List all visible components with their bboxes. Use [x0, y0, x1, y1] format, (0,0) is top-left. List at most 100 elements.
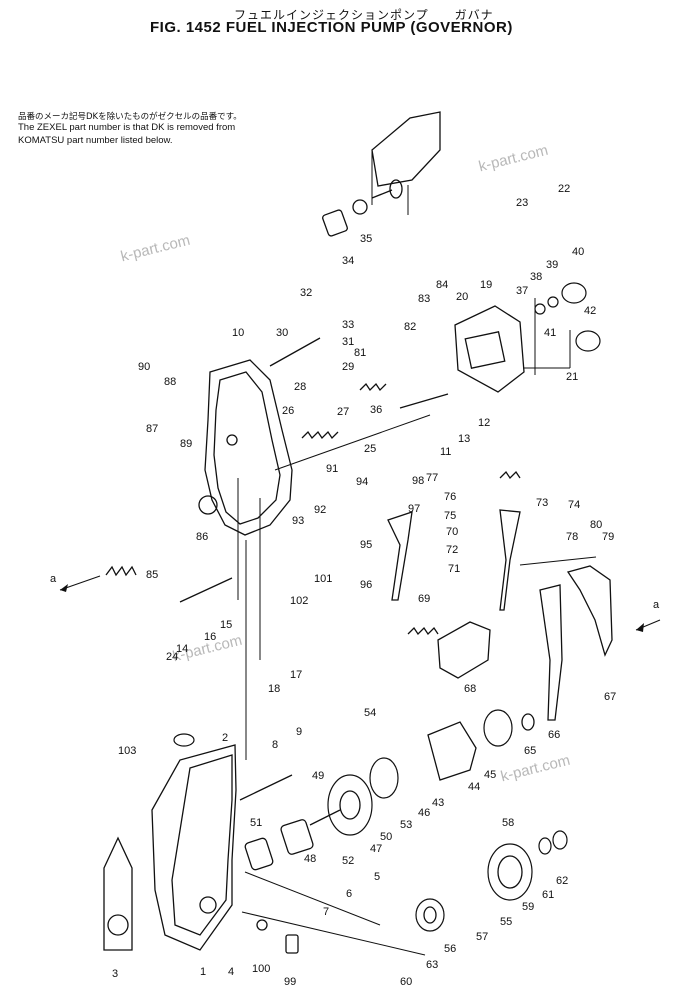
part-number-label: 86: [196, 531, 208, 543]
part-number-label: 94: [356, 476, 368, 488]
part-number-label: 18: [268, 683, 280, 695]
part-number-label: 54: [364, 707, 376, 719]
part-number-label: 10: [232, 327, 244, 339]
title-japanese: フュエルインジェクションポンプ ガバナ: [234, 8, 494, 22]
part-number-label: 31: [342, 336, 354, 348]
part-number-label: 99: [284, 976, 296, 987]
part-number-label: 2: [222, 732, 228, 744]
part-number-label: 51: [250, 817, 262, 829]
part-number-label: 84: [436, 279, 448, 291]
part-number-label: 26: [282, 405, 294, 417]
part-number-label: 97: [408, 503, 420, 515]
part-number-label: 73: [536, 497, 548, 509]
part-number-label: 34: [342, 255, 354, 267]
part-number-label: 20: [456, 291, 468, 303]
part-number-label: 70: [446, 526, 458, 538]
part-number-label: 3: [112, 968, 118, 980]
part-number-label: 41: [544, 327, 556, 339]
part-number-label: 58: [502, 817, 514, 829]
part-number-label: 102: [290, 595, 308, 607]
part-number-label: 95: [360, 539, 372, 551]
part-number-label: 25: [364, 443, 376, 455]
part-number-label: 63: [426, 959, 438, 971]
part-number-label: 60: [400, 976, 412, 987]
note-line-1: The ZEXEL part number is that DK is remo…: [18, 122, 236, 133]
governor-cover-housing: [198, 359, 293, 536]
part-number-label: 27: [337, 406, 349, 418]
part-number-label: 53: [400, 819, 412, 831]
part-number-label: 13: [458, 433, 470, 445]
part-number-label: 11: [440, 446, 451, 458]
part-number-label: 98: [412, 475, 424, 487]
part-number-label: 52: [342, 855, 354, 867]
part-number-label: 87: [146, 423, 158, 435]
part-number-label: 81: [354, 347, 366, 359]
part-number-label: 68: [464, 683, 476, 695]
part-number-label: 69: [418, 593, 430, 605]
part-number-label: 89: [180, 438, 192, 450]
part-number-label: 45: [484, 769, 496, 781]
part-number-label: 91: [326, 463, 338, 475]
part-number-label: 22: [558, 183, 570, 195]
part-number-label: 96: [360, 579, 372, 591]
part-number-label: 49: [312, 770, 324, 782]
part-number-label: 101: [314, 573, 332, 585]
pump-body-fragment: [371, 111, 441, 215]
part-number-label: 30: [276, 327, 288, 339]
part-number-label: 88: [164, 376, 176, 388]
part-number-label: 80: [590, 519, 602, 531]
part-number-label: 43: [432, 797, 444, 809]
part-number-label: 32: [300, 287, 312, 299]
part-number-label: 8: [272, 739, 278, 751]
part-number-label: 46: [418, 807, 430, 819]
part-number-label: 82: [404, 321, 416, 333]
part-number-label: 72: [446, 544, 458, 556]
part-number-label: 56: [444, 943, 456, 955]
part-number-label: 50: [380, 831, 392, 843]
part-number-label: 93: [292, 515, 304, 527]
part-number-label: 40: [572, 246, 584, 258]
part-number-label: 7: [323, 906, 329, 918]
note-japanese: 品番のメーカ記号DKを除いたものがゼクセルの品番です。: [18, 112, 242, 122]
part-number-label: 16: [204, 631, 216, 643]
part-number-label: 75: [444, 510, 456, 522]
part-number-label: 15: [220, 619, 232, 631]
arrow-label-left: a: [50, 573, 57, 585]
part-number-label: 61: [542, 889, 554, 901]
part-number-label: 65: [524, 745, 536, 757]
part-number-label: 37: [516, 285, 528, 297]
part-number-label: 44: [468, 781, 480, 793]
note-line-2: KOMATSU part number listed below.: [18, 135, 173, 146]
part-number-label: 77: [426, 472, 438, 484]
part-number-label: 17: [290, 669, 302, 681]
part-number-label: 71: [448, 563, 460, 575]
part-number-label: 90: [138, 361, 150, 373]
part-number-label: 92: [314, 504, 326, 516]
part-number-label: 66: [548, 729, 560, 741]
part-number-label: 39: [546, 259, 558, 271]
arrow-label-right: a: [653, 599, 660, 611]
part-number-label: 57: [476, 931, 488, 943]
part-number-label: 79: [602, 531, 614, 543]
part-number-label: 38: [530, 271, 542, 283]
part-number-label: 6: [346, 888, 352, 900]
governor-housing: [151, 744, 237, 951]
part-number-label: 4: [228, 966, 234, 978]
part-number-label: 100: [252, 963, 270, 975]
part-number-label: 24: [166, 651, 178, 663]
part-number-label: 74: [568, 499, 580, 511]
part-number-label: 28: [294, 381, 306, 393]
part-number-label: 62: [556, 875, 568, 887]
part-number-label: 78: [566, 531, 578, 543]
part-number-label: 23: [516, 197, 528, 209]
part-number-label: 19: [480, 279, 492, 291]
part-number-label: 76: [444, 491, 456, 503]
part-number-label: 29: [342, 361, 354, 373]
part-number-label: 83: [418, 293, 430, 305]
part-number-label: 85: [146, 569, 158, 581]
part-number-label: 103: [118, 745, 136, 757]
part-number-label: 42: [584, 305, 596, 317]
part-number-label: 33: [342, 319, 354, 331]
